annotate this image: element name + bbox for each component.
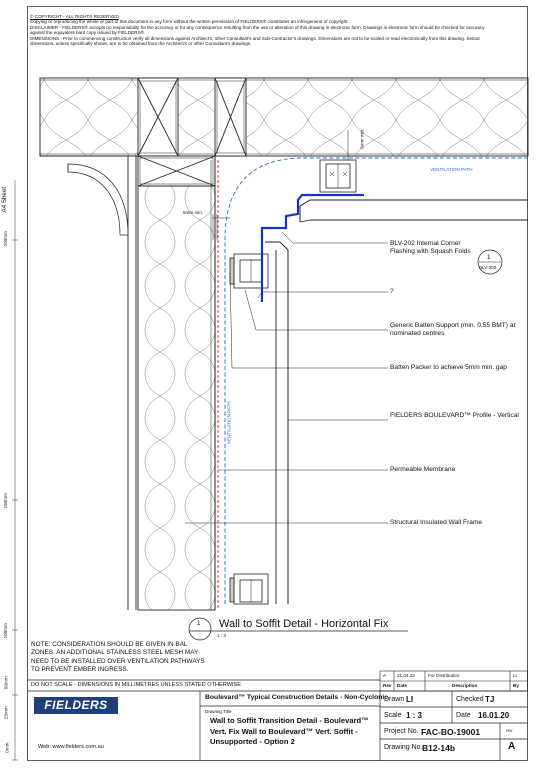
project-label: Project No. — [384, 728, 419, 735]
soffit-cladding — [299, 199, 528, 223]
corner-flashing — [260, 193, 364, 302]
fielders-logo: FIELDERS — [34, 697, 118, 714]
leader-lines — [185, 231, 388, 524]
rev-row-description: For Distribution — [428, 673, 460, 678]
rev-header-date: Date — [397, 683, 407, 688]
ventilation-path-line — [224, 157, 528, 604]
scale-label: Scale — [384, 712, 402, 719]
detail-ref-code: BLV-202 — [479, 265, 497, 270]
disclaimer-text: DISCLAIMER - FIELDERS® accepts no respon… — [30, 24, 485, 36]
drawn-value: LI — [406, 695, 414, 704]
rev-header-rev: Rev — [383, 683, 392, 688]
series-title: Boulevard™ Typical Construction Details … — [205, 694, 389, 701]
label-unknown: ? — [390, 288, 394, 295]
header-notes: © COPYRIGHT - ALL RIGHTS RESERVED Copyin… — [30, 14, 500, 46]
do-not-scale: DO NOT SCALE - DIMENSIONS IN MILLIMETRES… — [31, 682, 242, 688]
wall-cladding — [265, 241, 289, 604]
detail-ref-number: 1 — [487, 254, 491, 261]
checked-value: TJ — [485, 695, 495, 704]
drawn-label: Drawn — [384, 696, 405, 703]
bal-note: NOTE: CONSIDERATION SHOULD BE GIVEN IN B… — [31, 641, 205, 674]
ceiling-panel — [39, 77, 529, 157]
scale-value: 1 : 3 — [406, 711, 423, 720]
website: Web: www.fielders.com.au — [38, 744, 104, 750]
timber-members — [137, 77, 247, 187]
drawing-no-value: B12-14b — [422, 743, 456, 753]
label-boulevard-profile: FIELDERS BOULEVARD™ Profile - Vertical — [390, 412, 519, 419]
label-corner-flashing: BLV-202 Internal Corner Flashing with Sq… — [390, 240, 471, 255]
dimension-5mm-side: 5mm min. — [183, 210, 204, 215]
rev-label: rev — [506, 728, 513, 733]
detail-title: Wall to Soffit Detail - Horizontal Fix — [219, 618, 389, 630]
rev-value: A — [508, 741, 516, 752]
rev-row-date: 21.04.22 — [397, 673, 415, 678]
drawing-title: Wall to Soffit Transition Detail - Boule… — [210, 716, 369, 746]
dimensions-text: DIMENSIONS - Prior to commencing constru… — [30, 35, 480, 47]
dimension-marks — [212, 130, 353, 240]
label-batten-packer: Batten Packer to achieve 5mm min. gap — [390, 364, 507, 371]
date-value: 16.01.20 — [478, 711, 510, 720]
date-label: Date — [456, 712, 471, 719]
ventilation-path-top: VENTILATION PATH — [430, 167, 473, 172]
rev-header-description: Description — [452, 683, 478, 688]
drawing-no-label: Drawing No. — [384, 744, 423, 751]
project-value: FAC-BO-19001 — [421, 727, 481, 737]
label-wall-frame: Structural Insulated Wall Frame — [390, 519, 483, 526]
copy-text: Copying or reproducing the whole or part… — [30, 19, 349, 25]
drawing-title-label: Drawing Title — [205, 709, 232, 714]
detail-number: 1 — [197, 620, 201, 627]
detail-scale: 1 : 3 — [217, 633, 226, 638]
rev-row-by: LI — [513, 673, 517, 678]
rev-row-rev: A — [383, 673, 387, 678]
rev-header-by: By — [513, 683, 519, 688]
label-membrane: Permeable Membrane — [390, 466, 456, 473]
label-batten-support: Generic Batten Support (min. 0.55 BMT) a… — [390, 322, 516, 337]
wall-frame — [40, 155, 216, 611]
detail-reference — [477, 249, 503, 275]
copyright-line: © COPYRIGHT - ALL RIGHTS RESERVED — [30, 14, 119, 19]
checked-label: Checked — [456, 696, 484, 703]
